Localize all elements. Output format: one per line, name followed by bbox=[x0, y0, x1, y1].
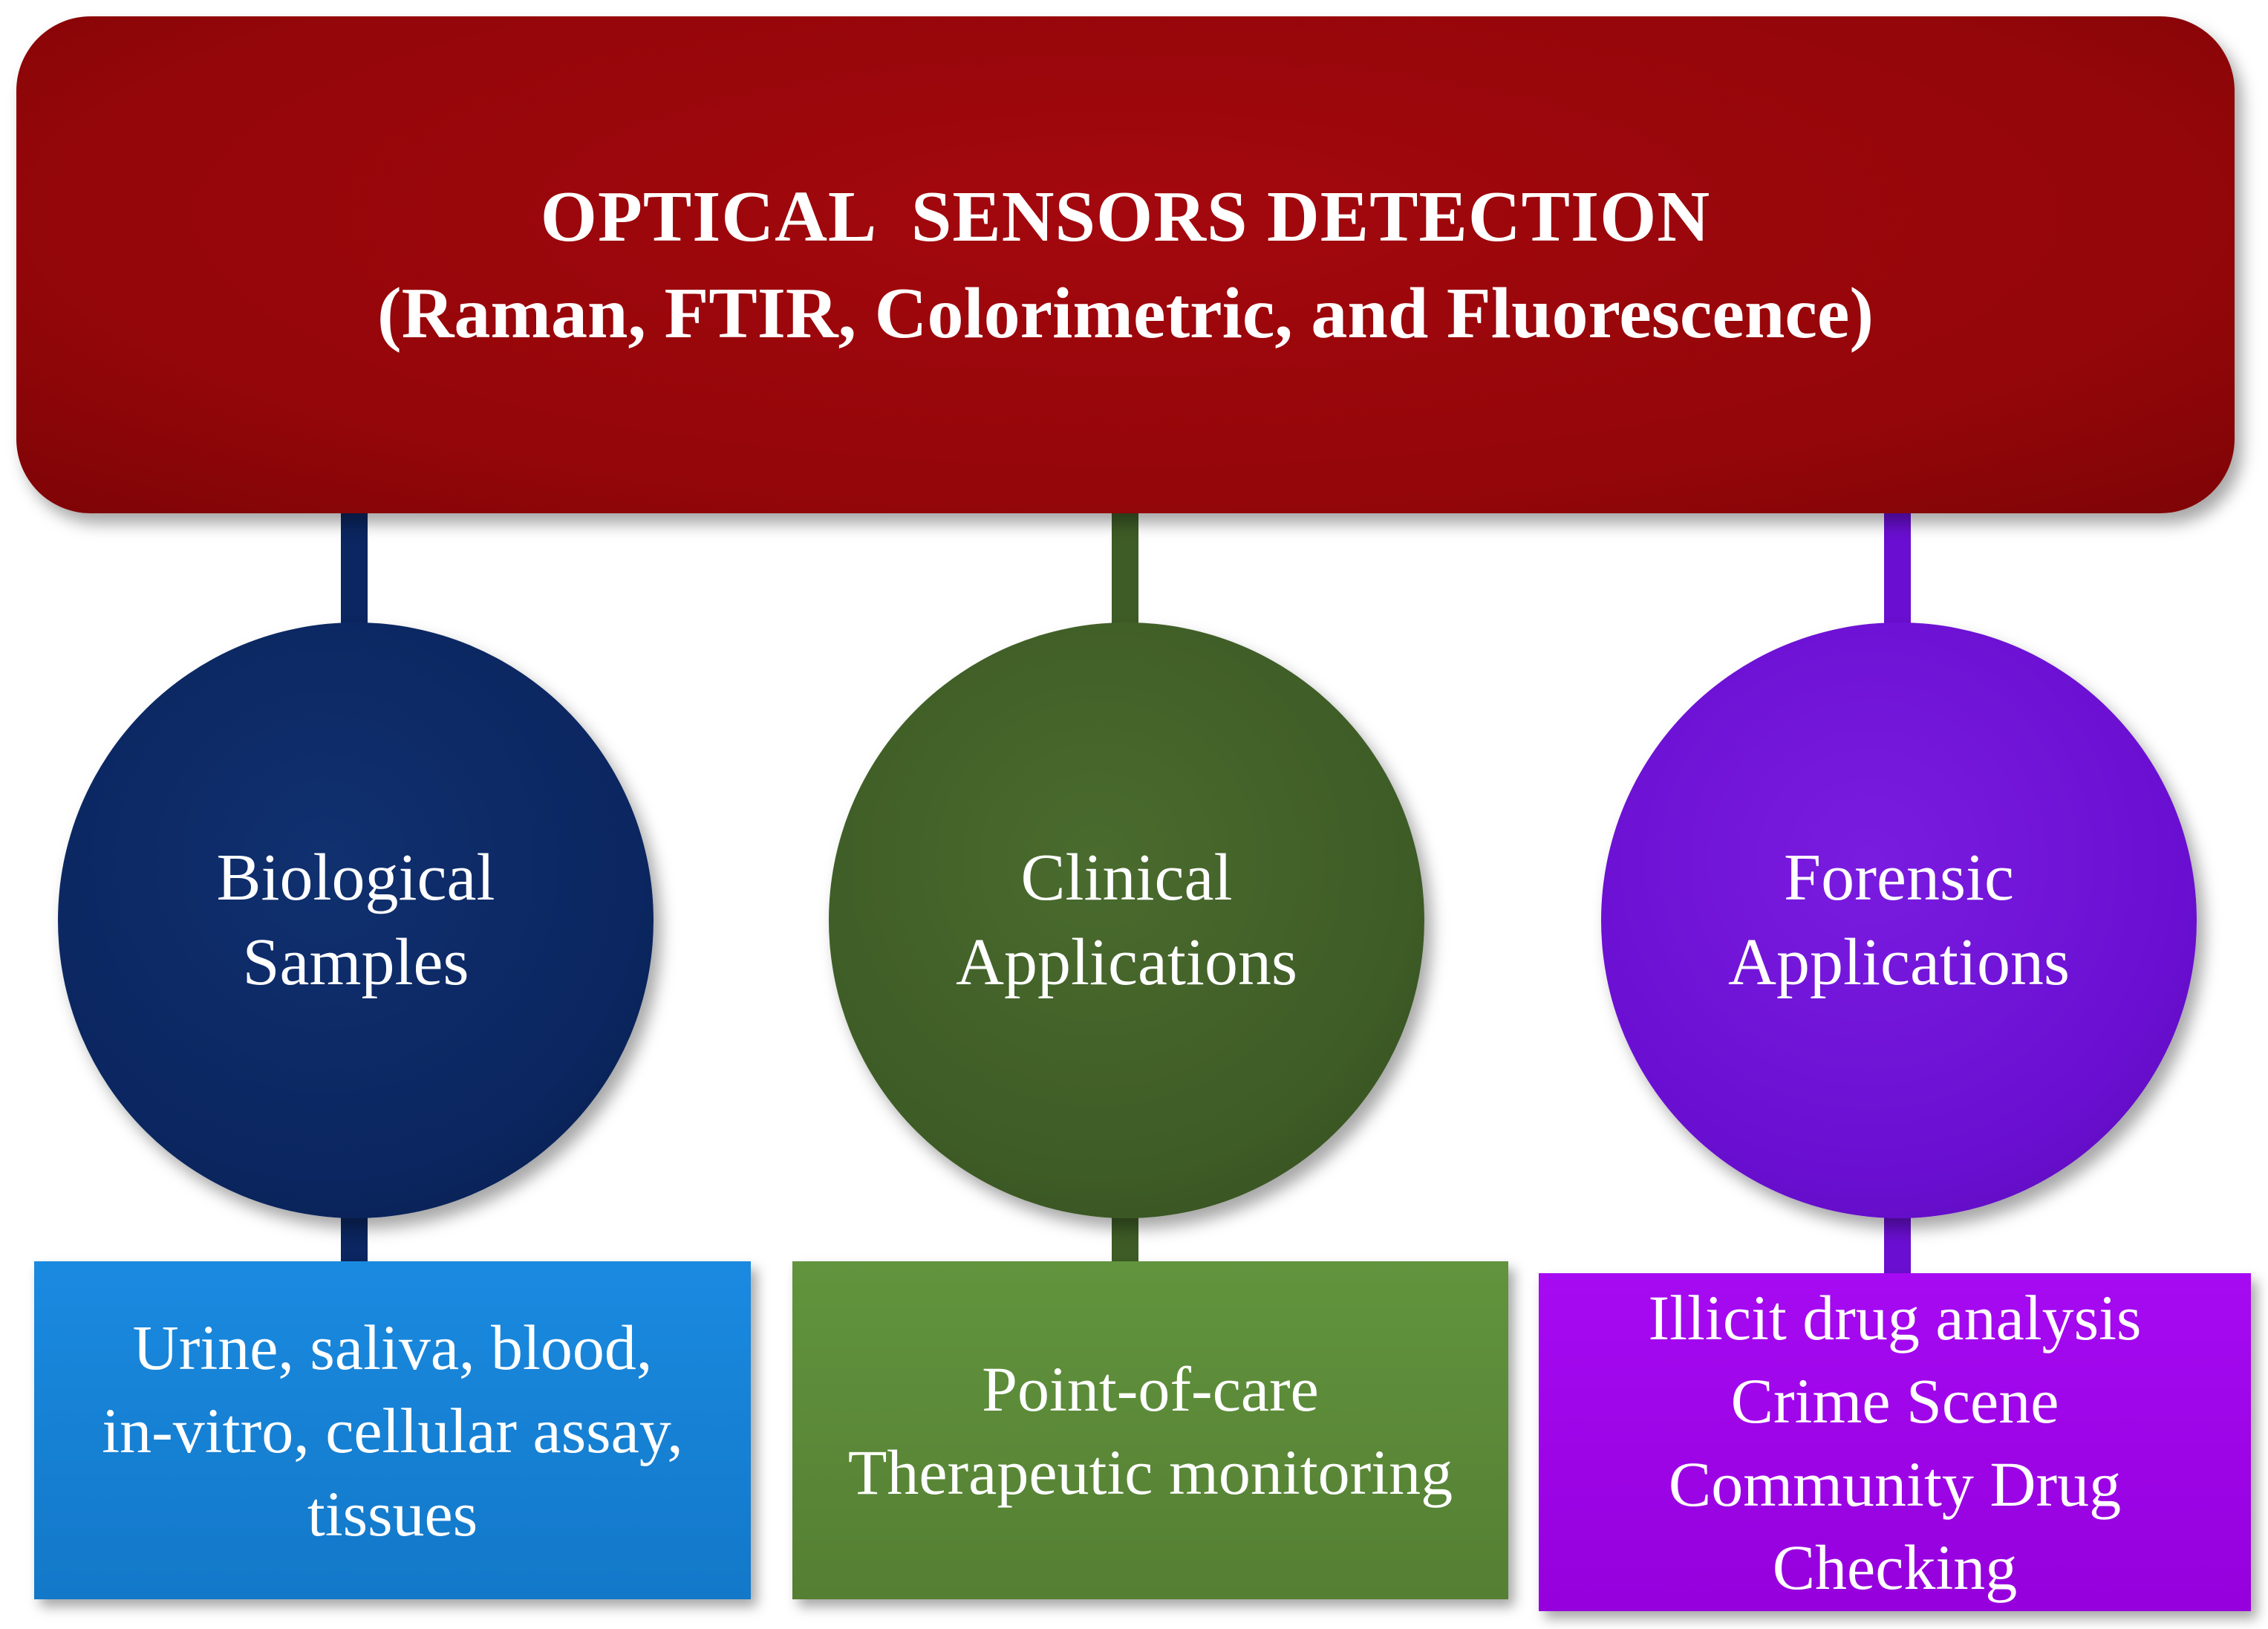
box-text-line: Point-of-care bbox=[982, 1353, 1319, 1425]
connector-banner-clinical bbox=[1112, 513, 1138, 624]
forensic-applications-circle: Forensic Applications bbox=[1601, 622, 2197, 1218]
box-text-line: Checking bbox=[1772, 1531, 2018, 1603]
biological-samples-box: Urine, saliva, blood, in-vitro, cellular… bbox=[34, 1261, 751, 1599]
clinical-applications-box: Point-of-care Therapeutic monitoring bbox=[792, 1261, 1508, 1599]
box-text-line: Community Drug bbox=[1668, 1448, 2122, 1520]
box-text-line: tissues bbox=[307, 1477, 478, 1550]
title-banner: OPTICAL SENSORS DETECTION (Raman, FTIR, … bbox=[16, 16, 2235, 513]
circle-label-line: Samples bbox=[242, 926, 469, 999]
circle-label-line: Applications bbox=[956, 926, 1297, 999]
circle-label-line: Clinical bbox=[1020, 841, 1233, 914]
box-text-line: Therapeutic monitoring bbox=[847, 1436, 1453, 1508]
box-text-line: in-vitro, cellular assay, bbox=[102, 1394, 683, 1466]
clinical-applications-circle: Clinical Applications bbox=[829, 622, 1424, 1218]
banner-subtitle: (Raman, FTIR, Colorimetric, and Fluoresc… bbox=[377, 273, 1874, 354]
connector-banner-forensic bbox=[1884, 513, 1911, 624]
biological-samples-circle: Biological Samples bbox=[58, 622, 654, 1218]
box-text-line: Illicit drug analysis bbox=[1648, 1281, 2142, 1353]
circle-label-line: Applications bbox=[1728, 926, 2070, 999]
banner-title: OPTICAL SENSORS DETECTION bbox=[540, 176, 1711, 257]
box-text-line: Urine, saliva, blood, bbox=[132, 1311, 653, 1383]
forensic-applications-box: Illicit drug analysis Crime Scene Commun… bbox=[1539, 1273, 2251, 1611]
connector-banner-biological bbox=[341, 513, 368, 624]
circle-label-line: Forensic bbox=[1784, 841, 2014, 914]
circle-label-line: Biological bbox=[216, 841, 495, 914]
box-text-line: Crime Scene bbox=[1730, 1365, 2059, 1437]
